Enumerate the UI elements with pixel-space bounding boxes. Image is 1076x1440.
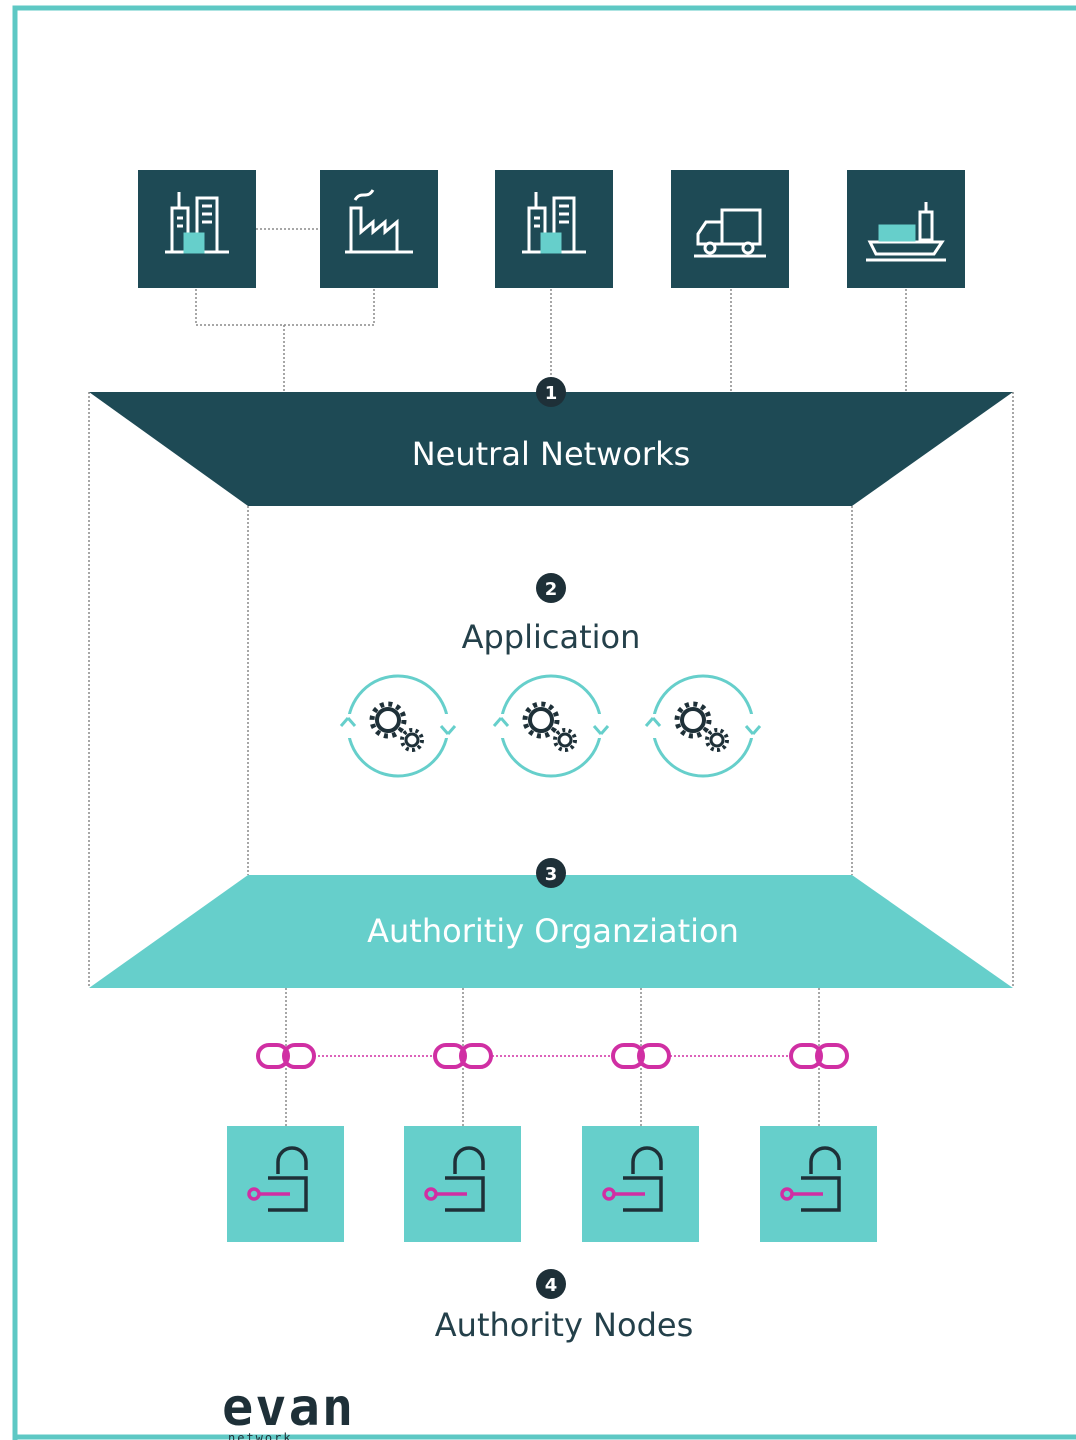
gears-cycle-icon — [493, 676, 609, 776]
top-icon-row — [138, 170, 965, 288]
layer-3-badge: 3 — [536, 858, 566, 888]
application-icons — [340, 676, 761, 776]
chain-link-icon — [611, 1043, 671, 1069]
chain-link-icon — [789, 1043, 849, 1069]
authority-node — [227, 1126, 344, 1242]
authority-node — [582, 1126, 699, 1242]
delivery-truck-icon — [671, 170, 789, 288]
layer-2-badge: 2 — [536, 573, 566, 603]
authority-organization-label: Authoritiy Organziation — [367, 912, 739, 950]
office-building-icon — [138, 170, 256, 288]
application-label: Application — [462, 618, 641, 656]
authority-node — [404, 1126, 521, 1242]
logo-subtext: network — [228, 1431, 293, 1440]
authority-organization-band — [89, 875, 1013, 988]
neutral-networks-band — [89, 392, 1013, 506]
authority-node — [760, 1126, 877, 1242]
logo-text: evan — [222, 1378, 355, 1438]
chain-link-icon — [256, 1043, 316, 1069]
cargo-ship-icon — [847, 170, 965, 288]
authority-nodes-label: Authority Nodes — [435, 1306, 693, 1344]
layer-2-number: 2 — [545, 579, 558, 600]
layer-1-badge: 1 — [536, 377, 566, 407]
chain-link-icon — [433, 1043, 493, 1069]
office-building-icon — [495, 170, 613, 288]
factory-icon — [320, 170, 438, 288]
gears-cycle-icon — [645, 676, 761, 776]
layer-4-number: 4 — [545, 1275, 558, 1296]
layer-4-badge: 4 — [536, 1269, 566, 1299]
gears-cycle-icon — [340, 676, 456, 776]
neutral-networks-label: Neutral Networks — [412, 435, 691, 473]
layer-1-number: 1 — [545, 383, 558, 404]
frame-border — [12, 5, 1076, 1440]
evan-logo: evan network — [222, 1378, 355, 1440]
authority-nodes — [227, 1126, 877, 1242]
layer-3-number: 3 — [545, 864, 558, 885]
